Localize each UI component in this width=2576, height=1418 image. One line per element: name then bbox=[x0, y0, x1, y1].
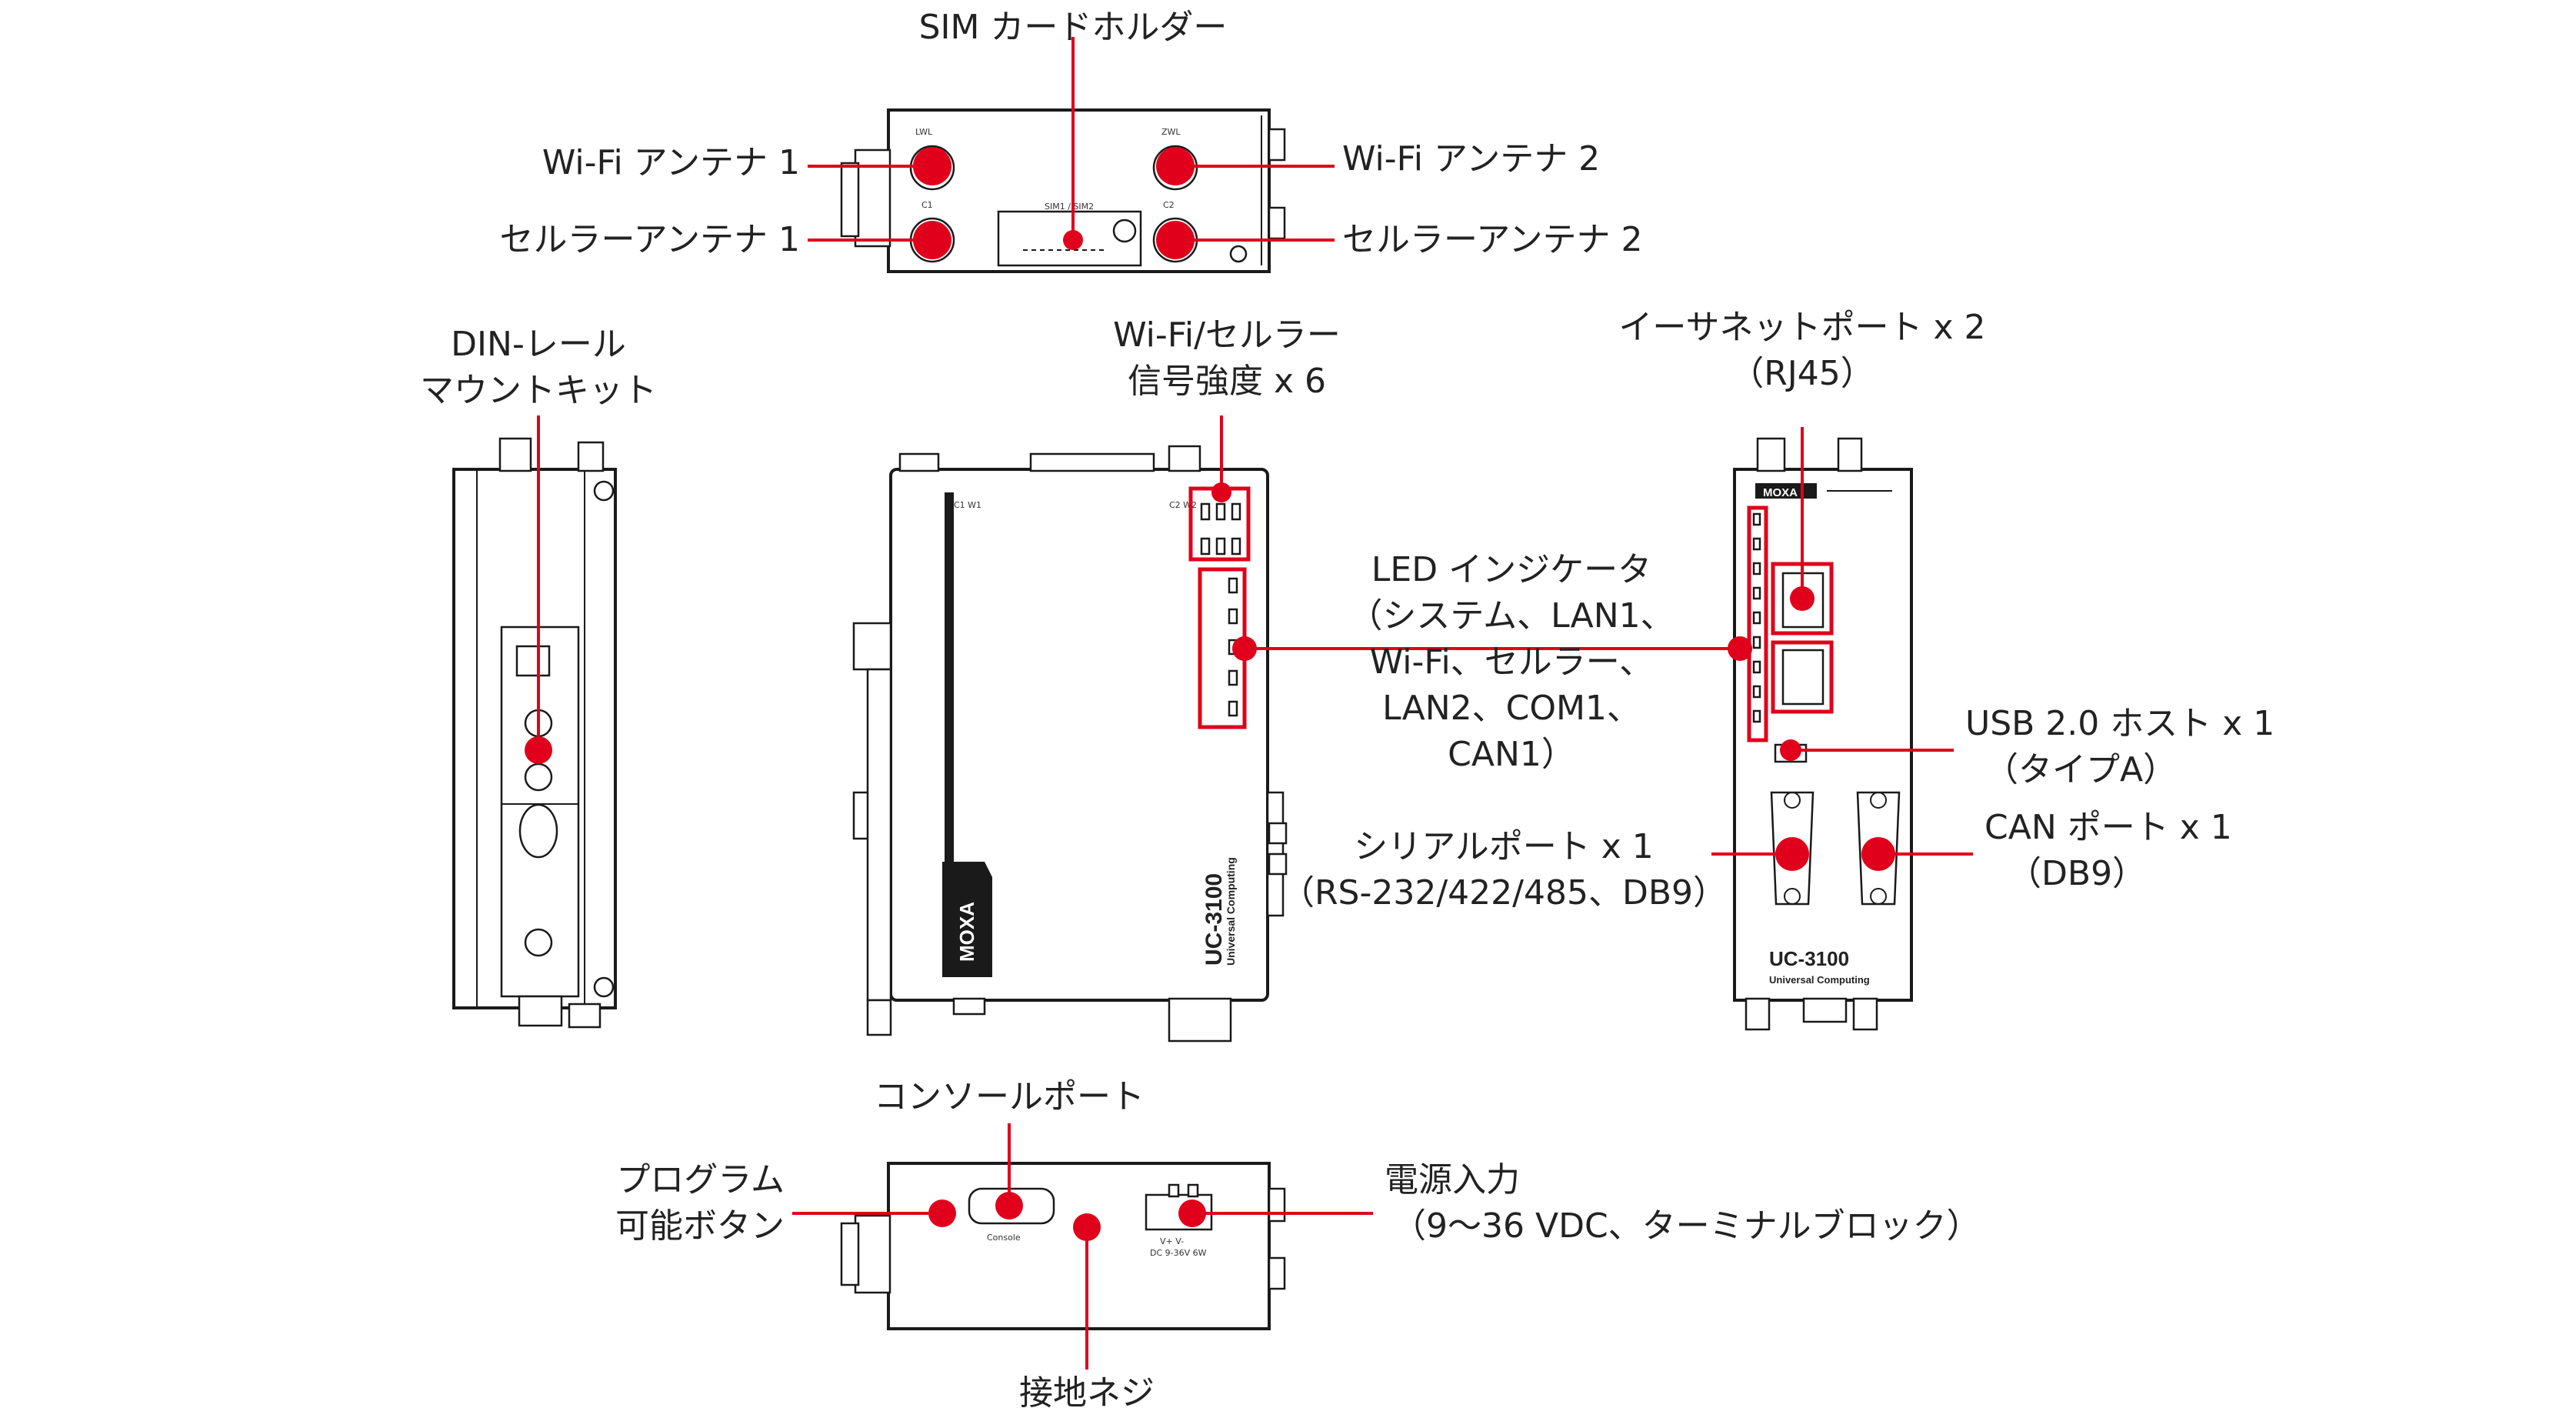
power-polarity-label: V+ V- bbox=[1160, 1236, 1184, 1246]
svg-text:C2 W2: C2 W2 bbox=[1169, 500, 1197, 510]
side-view-panel bbox=[452, 437, 617, 1029]
label-led-line4: LAN2、COM1、 bbox=[1382, 689, 1641, 728]
label-can-line1: CAN ポート x 1 bbox=[1984, 808, 2232, 847]
label-program-button-line2: 可能ボタン bbox=[615, 1206, 785, 1246]
top-view-panel: LWL C1 ZWL C2 SIM1 / SIM2 bbox=[840, 108, 1286, 273]
label-ethernet-line1: イーサネットポート x 2 bbox=[1618, 308, 1985, 347]
label-sim-holder: SIM カードホルダー bbox=[919, 8, 1228, 47]
svg-text:LWL: LWL bbox=[915, 127, 933, 137]
label-can-line2: （DB9） bbox=[2008, 854, 2146, 893]
console-port-label: Console bbox=[987, 1233, 1021, 1243]
label-power-input-line1: 電源入力 bbox=[1385, 1160, 1520, 1199]
port-panel-tagline: Universal Computing bbox=[1769, 974, 1870, 986]
front-view-panel: C1 W1 C2 W2 MOXA UC-3100 Universal Compu… bbox=[852, 445, 1288, 1043]
label-wifi-antenna-1: Wi-Fi アンテナ 1 bbox=[542, 143, 800, 182]
port-panel-brand: MOXA bbox=[1763, 486, 1798, 499]
label-cell-antenna-1: セルラーアンテナ 1 bbox=[500, 220, 800, 259]
svg-text:ZWL: ZWL bbox=[1161, 127, 1181, 137]
label-ground-screw: 接地ネジ bbox=[1019, 1373, 1155, 1413]
callout-labels: SIM カードホルダー Wi-Fi アンテナ 1 セルラーアンテナ 1 Wi-F… bbox=[420, 8, 2274, 1413]
front-brand-logo: MOXA bbox=[955, 902, 978, 962]
label-usb-line1: USB 2.0 ホスト x 1 bbox=[1965, 704, 2274, 743]
label-led-line3: Wi-Fi、セルラー、 bbox=[1370, 642, 1654, 682]
port-panel-model: UC-3100 bbox=[1769, 947, 1849, 970]
label-wifi-antenna-2: Wi-Fi アンテナ 2 bbox=[1342, 139, 1600, 179]
label-program-button-line1: プログラム bbox=[616, 1160, 785, 1199]
label-led-line1: LED インジケータ bbox=[1371, 550, 1651, 589]
svg-text:C1 W1: C1 W1 bbox=[954, 500, 981, 510]
power-rating-label: DC 9-36V 6W bbox=[1150, 1248, 1207, 1258]
svg-text:C2: C2 bbox=[1163, 200, 1175, 210]
label-serial-line2: （RS-232/422/485、DB9） bbox=[1281, 873, 1727, 913]
label-din-rail-line1: DIN-レール bbox=[451, 325, 626, 364]
label-cell-antenna-2: セルラーアンテナ 2 bbox=[1342, 220, 1642, 259]
bottom-view-panel: Console V+ V- DC 9-36V 6W bbox=[840, 1162, 1286, 1330]
label-console-port: コンソールポート bbox=[874, 1077, 1145, 1116]
label-signal-strength-line1: Wi-Fi/セルラー bbox=[1113, 315, 1341, 355]
label-led-line2: （システム、LAN1、 bbox=[1348, 596, 1674, 636]
front-model-name: UC-3100 bbox=[1201, 873, 1227, 966]
label-din-rail-line2: マウントキット bbox=[420, 371, 657, 410]
front-model-tagline: Universal Computing bbox=[1225, 857, 1237, 966]
label-ethernet-line2: （RJ45） bbox=[1730, 354, 1875, 393]
svg-text:C1: C1 bbox=[921, 200, 933, 210]
svg-text:SIM1 / SIM2: SIM1 / SIM2 bbox=[1045, 202, 1094, 212]
label-usb-line2: （タイプA） bbox=[1984, 750, 2177, 789]
label-power-input-line2: （9～36 VDC、ターミナルブロック） bbox=[1392, 1206, 1981, 1246]
label-serial-line1: シリアルポート x 1 bbox=[1354, 827, 1654, 866]
label-signal-strength-line2: 信号強度 x 6 bbox=[1128, 362, 1326, 401]
port-panel-view: MOXA UC-3100 Universal Computing bbox=[1733, 437, 1913, 1031]
callout-markers bbox=[525, 37, 1973, 1370]
label-led-line5: CAN1） bbox=[1448, 735, 1575, 774]
